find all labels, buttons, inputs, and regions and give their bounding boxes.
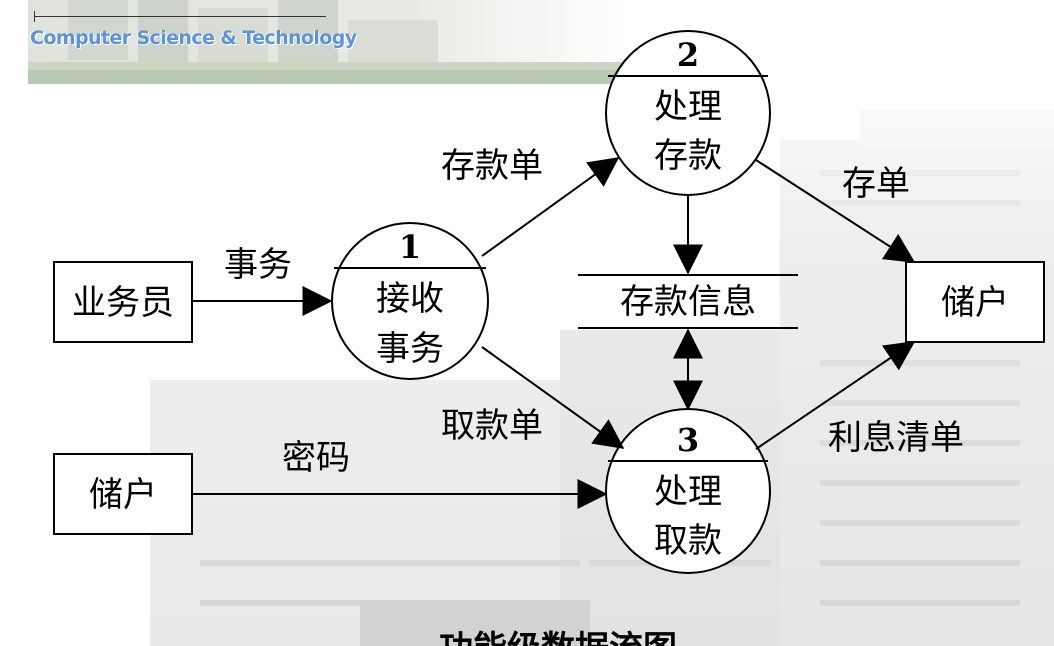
process-2: 2 处理 存款 [605,30,771,196]
entity-depositor-top-label: 储户 [941,283,1009,323]
flow-label-withdrawal-slip: 取款单 [441,406,543,446]
process-3-number: 3 [677,421,699,459]
process-2-number: 2 [677,36,699,74]
process-1-line2: 事务 [376,329,444,369]
entity-depositor-bottom-label: 储户 [89,475,157,515]
entity-clerk: 业务员 [53,261,193,343]
flow-p1-to-p2 [481,157,620,257]
diagram-title: 功能级数据流图 [439,629,677,646]
process-3-line2: 取款 [654,521,722,561]
process-1-number: 1 [399,228,421,266]
process-1: 1 接收 事务 [331,222,489,380]
data-store-label: 存款信息 [620,282,756,322]
entity-depositor-bottom: 储户 [53,453,193,535]
flow-label-interest-statement: 利息清单 [828,418,964,458]
process-3: 3 处理 取款 [605,408,771,574]
header-rule [34,16,326,17]
brand-text: Computer Science & Technology [30,27,357,49]
process-2-line1: 处理 [654,87,722,127]
flow-p3-to-depositor [755,341,916,450]
flow-label-transaction: 事务 [224,245,292,285]
flow-label-deposit-receipt: 存单 [842,164,910,204]
data-store-deposit-info: 存款信息 [578,274,798,329]
flow-label-deposit-slip: 存款单 [441,146,543,186]
flow-p1-to-p3 [481,346,625,449]
entity-clerk-label: 业务员 [72,283,174,323]
flow-p2-to-depositor [755,159,916,263]
header-banner-image [28,0,628,84]
process-3-line1: 处理 [654,472,722,512]
entity-depositor-top: 储户 [905,261,1045,343]
header-rule-tick [34,11,35,22]
process-1-line1: 接收 [376,279,444,319]
flow-label-password: 密码 [282,438,350,478]
process-2-line2: 存款 [654,136,722,176]
